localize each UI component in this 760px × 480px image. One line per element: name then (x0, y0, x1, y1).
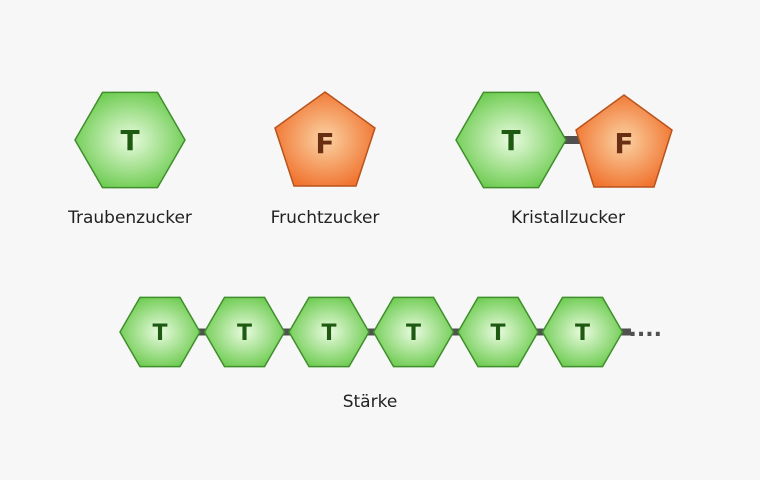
starch-glucose-letter: T (490, 321, 505, 346)
starch-glucose-hexagon (541, 296, 624, 368)
starch-glucose-hexagon (457, 296, 539, 368)
starch-label: Stärke (342, 392, 398, 412)
starch-bond (534, 328, 547, 336)
glucose-label: Traubenzucker (68, 208, 192, 228)
starch-glucose-hexagon (119, 296, 201, 368)
starch-bond (280, 328, 293, 336)
starch-bond (449, 328, 462, 336)
fructose-letter: F (315, 127, 334, 160)
starch-bond (196, 328, 209, 336)
sucrose-label: Kristallzucker (511, 208, 625, 228)
starch-glucose-letter: T (321, 321, 336, 346)
fructose-pentagon (274, 91, 376, 187)
starch-continuation-dots: .... (629, 317, 662, 342)
starch-bonds (196, 328, 631, 336)
fructose-label: Fruchtzucker (270, 208, 380, 228)
glucose-hexagon (74, 91, 186, 189)
starch-glucose-hexagon (372, 296, 455, 368)
starch-glucose-letter: T (575, 321, 590, 346)
starch-glucose-hexagon (203, 296, 286, 368)
starch-bond (365, 328, 378, 336)
sucrose-glucose-hexagon (455, 91, 567, 189)
sucrose-fructose-letter: F (614, 127, 633, 160)
starch-glucose-letter: T (152, 321, 167, 346)
sucrose-glucose-letter: T (501, 124, 520, 157)
sucrose-bond (562, 136, 580, 144)
starch-bond (618, 328, 631, 336)
starch-glucose-letter: T (406, 321, 421, 346)
glucose-letter: T (120, 124, 139, 157)
sucrose-fructose-pentagon (575, 94, 673, 188)
starch-glucose-letter: T (237, 321, 252, 346)
starch-glucose-hexagon (288, 296, 370, 368)
